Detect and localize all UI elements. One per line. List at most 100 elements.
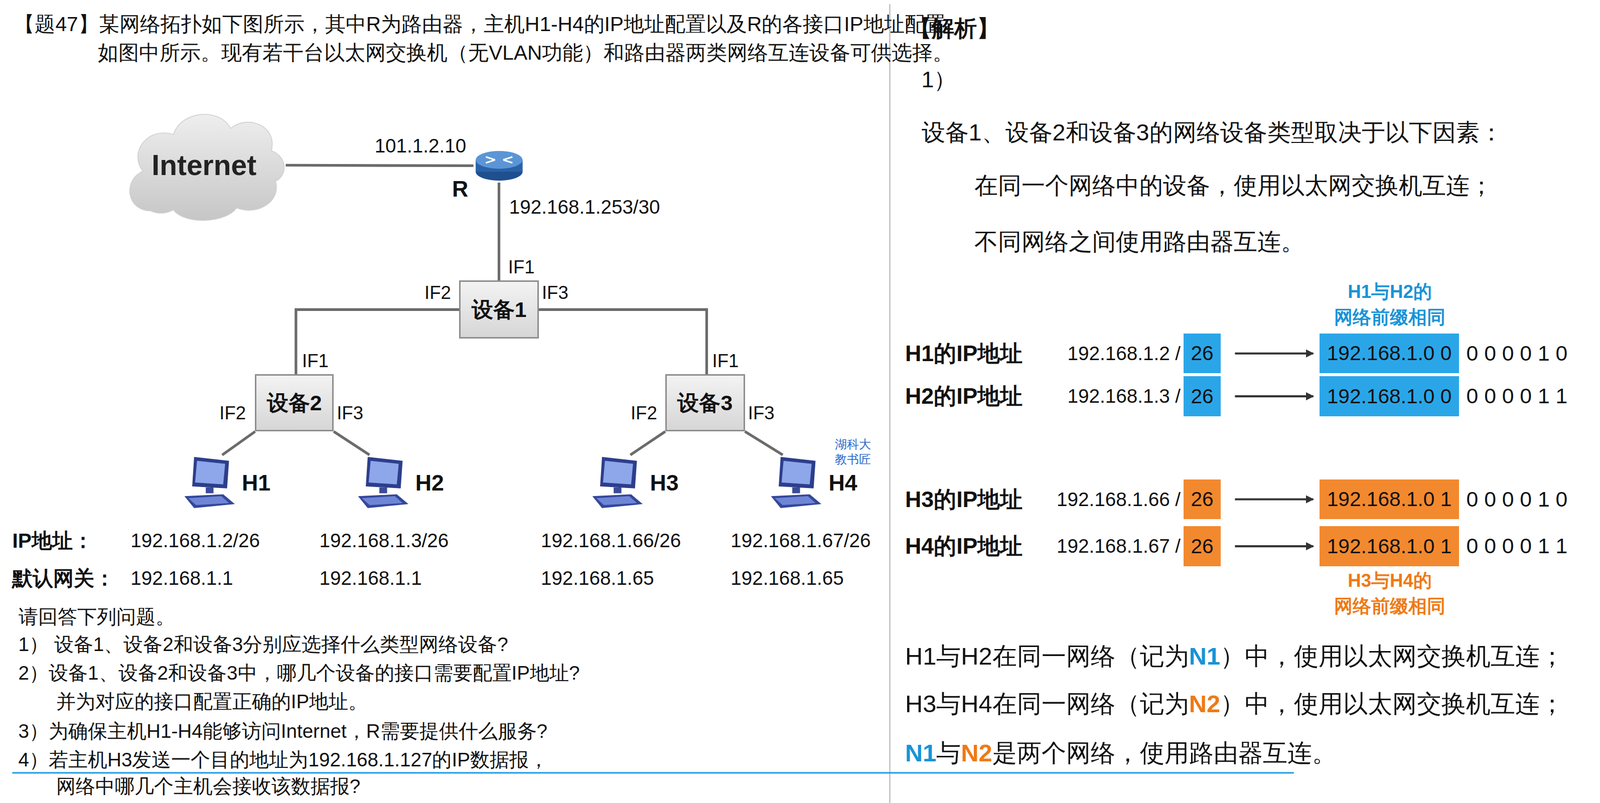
interface-label: IF1	[508, 256, 535, 279]
router-shape	[473, 149, 525, 183]
network-link	[333, 431, 370, 456]
interface-label: IF3	[541, 281, 569, 305]
binary-bits: 0 0 0 0 1 1	[1466, 383, 1568, 410]
host-computer: H2	[352, 455, 411, 511]
network-prefix-box: 192.168.1.0 1	[1319, 526, 1460, 566]
question-text: 3）为确保主机H1-H4能够访问Internet，R需要提供什么服务?	[18, 719, 548, 744]
prefix-length: 26	[1190, 534, 1214, 559]
question-text: 【题47】某网络拓扑如下图所示，其中R为路由器，主机H1-H4的IP地址配置以及…	[14, 10, 957, 68]
network-link	[296, 309, 460, 375]
ip-address: 192.168.1.66/26	[540, 529, 681, 553]
host-ip-heading: H1的IP地址	[905, 340, 1023, 368]
host-label: H4	[828, 469, 857, 497]
device-box: 设备3	[665, 374, 746, 432]
network-prefix-box: 192.168.1.0 1	[1319, 479, 1460, 520]
text-row: H3与H4在同一网络（记为N2）中，使用以太网交换机互连；	[905, 689, 1565, 719]
internet-cloud: Internet	[122, 103, 286, 227]
device-label: 设备3	[677, 390, 733, 416]
ip-address: 192.168.1.66 /	[1056, 487, 1181, 511]
router-icon: R	[473, 149, 525, 183]
answer-text: ）中，使用以太网交换机互连；	[1220, 689, 1565, 719]
network-name: N1	[1189, 641, 1221, 671]
device-label: 设备1	[471, 297, 527, 323]
ip-address: 192.168.1.3 /	[1067, 384, 1182, 408]
gateway-address: 192.168.1.65	[540, 566, 655, 591]
answer-text: H1与H2在同一网络（记为	[905, 641, 1190, 671]
host-computer: H3	[586, 455, 645, 511]
answer-text: 在同一个网络中的设备，使用以太网交换机互连；	[974, 171, 1494, 200]
network-link	[285, 165, 474, 166]
answer-text: 与	[936, 738, 961, 769]
interface-label: IF1	[302, 350, 329, 373]
host-ip-heading: H3的IP地址	[905, 486, 1023, 514]
ip-address: 192.168.1.67 /	[1056, 534, 1181, 558]
section-heading: 【解析】	[909, 15, 1000, 43]
binary-bits: 0 0 0 0 1 1	[1466, 533, 1568, 559]
interface-label: IF2	[219, 402, 246, 425]
callout-note: H1与H2的 网络前缀相同	[1313, 279, 1467, 331]
answer-text: 是两个网络，使用路由器互连。	[992, 738, 1337, 769]
pc-shape	[586, 455, 645, 511]
prefix-length-box: 26	[1183, 333, 1221, 374]
host-computer: H1	[178, 455, 237, 511]
link-address-label: 192.168.1.253/30	[507, 195, 663, 219]
prefix-length-box: 26	[1183, 479, 1221, 520]
prefix-length: 26	[1190, 384, 1214, 409]
interface-label: IF2	[424, 281, 452, 305]
network-prefix: 192.168.1.0 0	[1327, 384, 1452, 409]
question-text: 2）设备1、设备2和设备3中，哪几个设备的接口需要配置IP地址? 并为对应的接口…	[18, 659, 914, 717]
network-link	[497, 182, 501, 281]
row-header: IP地址：	[12, 528, 93, 554]
pc-shape	[178, 455, 237, 511]
cloud-label: Internet	[151, 148, 257, 183]
watermark: 湖科大 教书匠	[834, 436, 887, 468]
answer-text: ）中，使用以太网交换机互连；	[1220, 641, 1565, 671]
pc-shape	[765, 455, 824, 511]
network-name: N1	[905, 738, 937, 769]
gateway-address: 192.168.1.1	[319, 566, 422, 591]
panel-divider	[889, 4, 891, 803]
row-header: 默认网关：	[12, 566, 115, 592]
question-text: 请回答下列问题。	[18, 605, 176, 629]
interface-label: IF3	[748, 402, 775, 425]
conversion-arrow	[1234, 545, 1314, 548]
prefix-length-box: 26	[1183, 376, 1221, 416]
answer-text: 设备1、设备2和设备3的网络设备类型取决于以下因素：	[921, 118, 1504, 147]
conversion-arrow	[1234, 352, 1314, 355]
text-row: H1与H2在同一网络（记为N1）中，使用以太网交换机互连；	[905, 641, 1565, 671]
interface-label: IF1	[712, 350, 740, 373]
callout-note: H3与H4的 网络前缀相同	[1313, 568, 1467, 620]
progress-bar	[12, 772, 1294, 774]
network-prefix-box: 192.168.1.0 0	[1319, 333, 1460, 374]
interface-label: IF3	[336, 402, 364, 425]
question-text: 1） 设备1、设备2和设备3分别应选择什么类型网络设备?	[18, 633, 509, 657]
network-link	[745, 431, 783, 456]
host-label: H1	[241, 469, 271, 497]
host-label: H3	[650, 469, 679, 497]
conversion-arrow	[1234, 498, 1314, 501]
answer-text: H3与H4在同一网络（记为	[905, 689, 1190, 719]
question-text: 4）若主机H3发送一个目的地址为192.168.1.127的IP数据报， 网络中…	[18, 747, 914, 801]
network-link	[538, 309, 707, 375]
ip-address: 192.168.1.67/26	[730, 529, 871, 553]
answer-number: 1）	[921, 66, 957, 94]
host-ip-heading: H2的IP地址	[905, 382, 1023, 410]
device-box: 设备2	[254, 374, 334, 432]
ip-address: 192.168.1.2 /	[1067, 342, 1182, 366]
ip-address: 192.168.1.3/26	[319, 529, 450, 553]
host-label: H2	[415, 469, 445, 497]
text-row: N1与N2是两个网络，使用路由器互连。	[905, 738, 1337, 769]
network-link	[222, 431, 256, 456]
interface-label: IF2	[630, 402, 658, 425]
gateway-address: 192.168.1.1	[130, 566, 233, 591]
prefix-length: 26	[1190, 487, 1214, 512]
router-label: R	[452, 175, 469, 203]
answer-text: 不同网络之间使用路由器互连。	[974, 227, 1305, 256]
network-link	[630, 431, 666, 456]
device-box: 设备1	[459, 280, 539, 339]
pc-shape	[352, 455, 411, 511]
binary-bits: 0 0 0 0 1 0	[1466, 486, 1568, 513]
ip-address: 192.168.1.2/26	[130, 529, 260, 553]
network-name: N2	[960, 738, 992, 769]
prefix-length: 26	[1190, 341, 1214, 366]
